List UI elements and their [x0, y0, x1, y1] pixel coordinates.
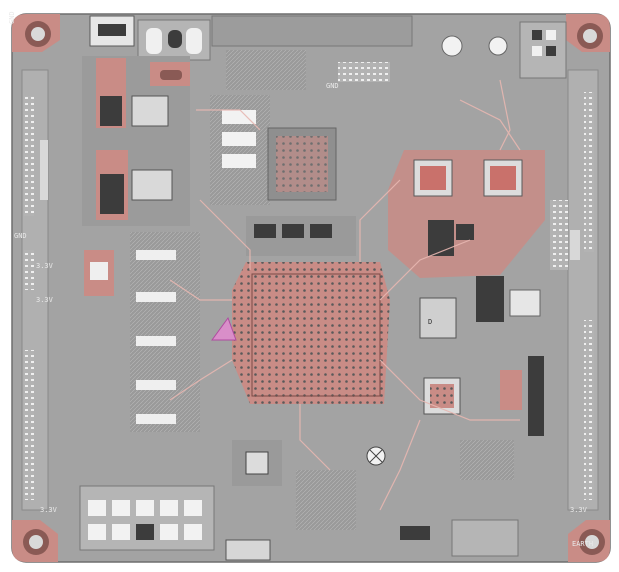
- label-3v3-bottom-right: 3.3V: [570, 506, 588, 514]
- soc-bga-package: D: [211, 262, 457, 404]
- bottom-connectors: [79, 485, 519, 561]
- top-connector-ethernet: [211, 15, 413, 90]
- svg-text:D: D: [428, 318, 432, 326]
- top-connector-usb: [89, 15, 135, 47]
- top-right-header: [441, 21, 567, 79]
- left-passive-arrays: [84, 232, 200, 432]
- label-gnd-top-left: GND: [8, 11, 16, 24]
- label-earth: EARTH: [572, 540, 593, 548]
- right-edge-connector: [550, 69, 599, 511]
- label-gnd-left-mid: GND: [14, 232, 27, 240]
- label-gnd-top-center: GND: [326, 82, 339, 90]
- mounting-holes: [12, 14, 610, 562]
- label-3v3-bottom-left: 3.3V: [40, 506, 58, 514]
- label-3v3-left-b: 3.3V: [36, 296, 54, 304]
- power-regulator-section: [82, 56, 190, 226]
- lower-center-ics: [232, 440, 430, 540]
- ddr-memory-area: [210, 95, 356, 256]
- silkscreen-labels: GND GND GND 3.3V 3.3V 3.3V 3.3V EARTH: [8, 11, 593, 548]
- ethernet-phy-area: [388, 150, 545, 322]
- top-connector-header: [137, 19, 211, 61]
- routing-traces: [169, 79, 521, 511]
- label-3v3-left-a: 3.3V: [36, 262, 54, 270]
- left-edge-connector: [21, 69, 49, 511]
- lower-right-ics: [366, 356, 544, 480]
